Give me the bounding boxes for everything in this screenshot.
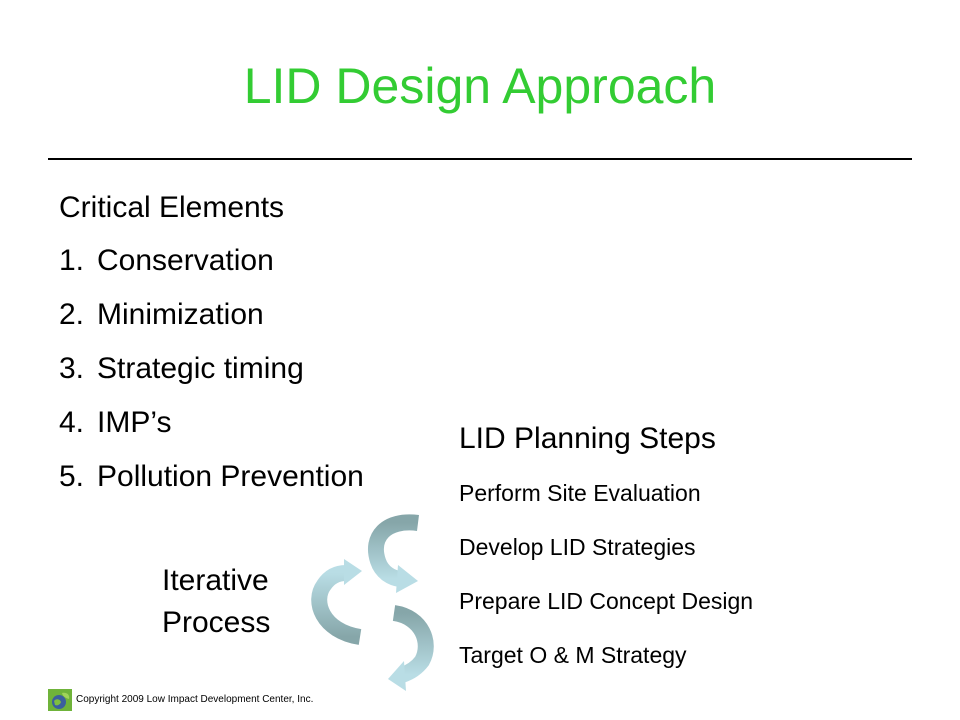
list-item: 3. Strategic timing: [59, 342, 459, 396]
globe-leaf-logo-icon: [48, 689, 72, 711]
list-item: 2. Minimization: [59, 288, 459, 342]
critical-elements-list: 1. Conservation 2. Minimization 3. Strategi…: [59, 234, 459, 504]
list-item-number: 4.: [59, 406, 85, 439]
list-item-label: Conservation: [97, 244, 274, 277]
list-item-number: 2.: [59, 298, 85, 331]
planning-steps-list: Perform Site Evaluation Develop LID Stra…: [459, 466, 919, 682]
planning-steps-section: LID Planning Steps Perform Site Evaluati…: [459, 412, 919, 682]
list-item-number: 1.: [59, 244, 85, 277]
list-item-label: IMP’s: [97, 406, 172, 439]
list-item-label: Minimization: [97, 298, 264, 331]
slide-title: LID Design Approach: [243, 58, 717, 114]
critical-elements-section: Critical Elements 1. Conservation 2. Minim…: [59, 182, 459, 504]
list-item-label: Strategic timing: [97, 352, 304, 385]
list-item: Prepare LID Concept Design: [459, 588, 754, 614]
list-item-label: Pollution Prevention: [97, 460, 364, 493]
critical-elements-heading: Critical Elements: [59, 191, 285, 224]
iterative-label-line: Iterative: [162, 564, 269, 597]
list-item: 1. Conservation: [59, 234, 459, 288]
process-label-line: Process: [162, 606, 271, 639]
list-item: Perform Site Evaluation: [459, 480, 701, 506]
cycle-arrow-left: [311, 559, 362, 645]
list-item: 4. IMP’s: [59, 396, 459, 450]
list-item-number: 5.: [59, 460, 85, 493]
iterative-process-label: Iterative Process: [162, 560, 312, 644]
list-item: Target O & M Strategy: [459, 642, 687, 668]
list-item-number: 3.: [59, 352, 85, 385]
cycle-arrow-top: [368, 514, 419, 593]
cycle-arrow-bottom: [388, 605, 434, 691]
footer: Copyright 2009 Low Impact Development Ce…: [48, 688, 313, 712]
title-divider: [48, 158, 912, 160]
copyright-text: Copyright 2009 Low Impact Development Ce…: [76, 694, 314, 705]
list-item: 5. Pollution Prevention: [59, 450, 459, 504]
list-item: Develop LID Strategies: [459, 534, 696, 560]
circular-arrows-icon: [311, 514, 434, 691]
planning-steps-heading: LID Planning Steps: [459, 422, 716, 455]
